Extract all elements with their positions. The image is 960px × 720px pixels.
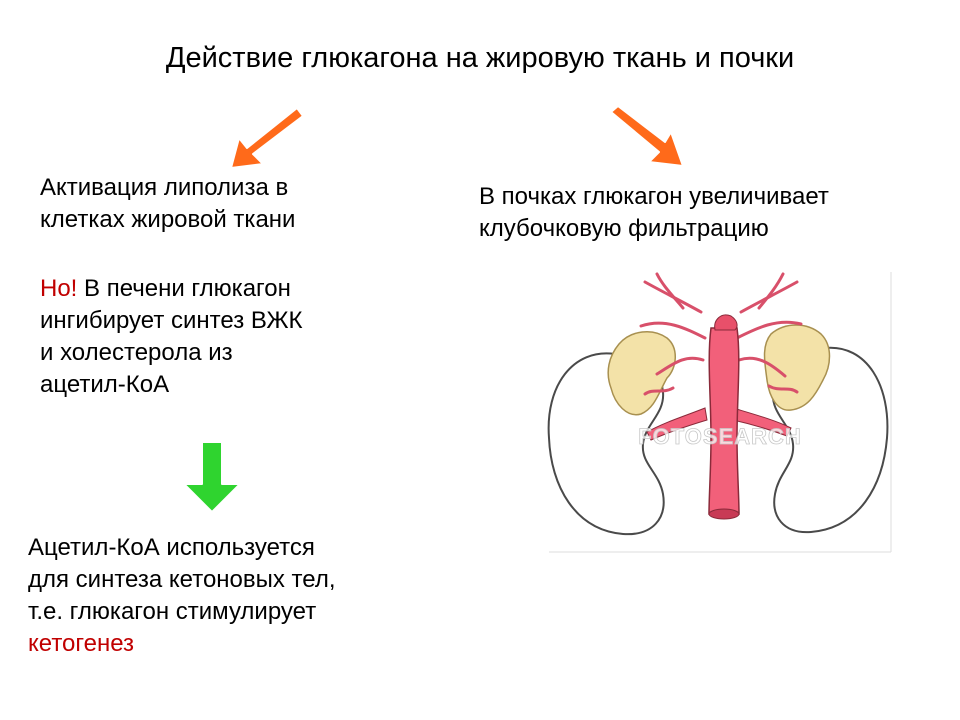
lipolysis-line-1: Активация липолиза в — [40, 174, 289, 201]
liver-line-2: ингибирует синтез ВЖК — [40, 307, 303, 334]
right-renal-vessel — [732, 407, 792, 437]
left-adrenal-gland — [607, 331, 676, 416]
kidney-illustration: FOTOSEARCH — [545, 268, 895, 554]
liver-inhibition-text: Но! В печени глюкагон ингибирует синтез … — [40, 273, 303, 401]
kidney-line-1: В почках глюкагон увеличивает — [479, 183, 829, 210]
watermark-text: FOTOSEARCH — [638, 424, 802, 449]
kidney-line-2: клубочковую фильтрацию — [479, 215, 769, 242]
aorta — [708, 327, 740, 515]
arrow-down-right-icon — [610, 105, 684, 167]
ketone-highlight: кетогенез — [28, 630, 135, 657]
branching-vessels — [639, 272, 803, 396]
liver-line-1: Но! В печени глюкагон — [40, 273, 303, 305]
arrow-down-icon — [183, 441, 241, 513]
aorta-opening — [708, 508, 740, 520]
liver-line-3: и холестерола из — [40, 339, 233, 366]
lipolysis-line-2: клетках жировой ткани — [40, 206, 296, 233]
ketone-line-1: Ацетил-КоА используется — [28, 534, 315, 561]
arrow-down-left-icon — [230, 107, 304, 169]
lipolysis-text: Активация липолиза в клетках жировой тка… — [40, 172, 295, 236]
ketogenesis-text: Ацетил-КоА используется для синтеза кето… — [28, 532, 336, 660]
liver-line-4: ацетил-КоА — [40, 371, 170, 398]
left-renal-vessel — [646, 407, 708, 441]
liver-highlight: Но! — [40, 275, 78, 302]
slide-title: Действие глюкагона на жировую ткань и по… — [165, 42, 795, 74]
kidney-filtration-text: В почках глюкагон увеличивает клубочкову… — [479, 181, 829, 245]
aorta-top — [714, 314, 738, 331]
liver-line-1-rest: В печени глюкагон — [77, 275, 291, 302]
ketone-line-2: для синтеза кетоновых тел, — [28, 566, 336, 593]
ketone-line-3: т.е. глюкагон стимулирует — [28, 598, 317, 625]
